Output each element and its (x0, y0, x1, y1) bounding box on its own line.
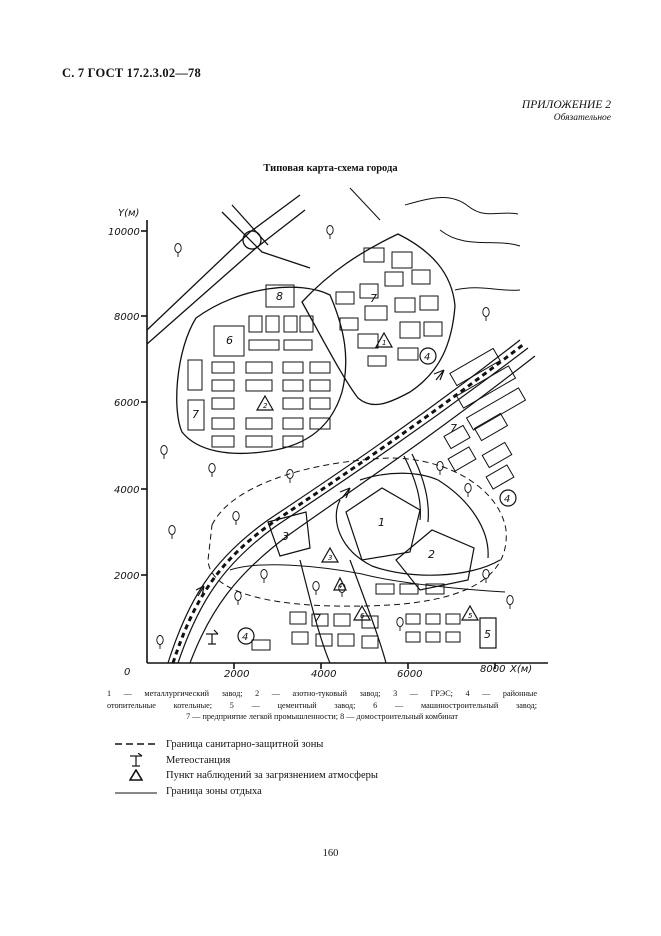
city-map: Y(м) 10000 8000 6000 4000 2000 0 2000 40… (108, 187, 548, 680)
observation-point-label: 3 (328, 554, 332, 562)
legend-item-weather-station: Метеостанция (112, 753, 230, 767)
legend-item-observation-point: Пункт наблюдений за загрязнением атмосфе… (112, 768, 378, 782)
recreation-zone-boundary (229, 564, 506, 593)
industrial-plants (267, 487, 497, 649)
plant-label-light-industry: 7 (450, 422, 457, 435)
boiler-label: 4 (242, 632, 248, 643)
y-tick-label: 4000 (114, 485, 139, 496)
caption-line: 7 — предприятие легкой промышленности; 8… (186, 712, 458, 721)
map-title: Типовая карта-схема города (263, 163, 398, 174)
legend-label: Граница зоны отдыха (166, 785, 262, 797)
appendix-block: ПРИЛОЖЕНИЕ 2 Обязательное (522, 99, 611, 125)
tree-icons (156, 225, 514, 649)
sanitary-zone-boundary (207, 457, 507, 607)
legend-label: Пункт наблюдений за загрязнением атмосфе… (166, 769, 378, 781)
origin-label: 0 (124, 667, 130, 678)
caption-line: 1 — металлургический завод; 2 — азотно-т… (107, 689, 537, 698)
figure-caption: 1 — металлургический завод; 2 — азотно-т… (107, 688, 537, 723)
plant-label-light-industry: 7 (314, 612, 321, 625)
plant-label-light-industry: 7 (370, 292, 377, 305)
dashed-line-icon (112, 741, 160, 747)
observation-point-label: 6 (360, 612, 365, 620)
y-tick-label: 8000 (114, 312, 139, 323)
plant-label-housing: 8 (276, 290, 283, 303)
x-tick-label: 2000 (224, 669, 249, 680)
x-tick-label: 8000 (480, 664, 505, 675)
observation-point-label: 4 (338, 582, 342, 590)
legend-item-sanitary-zone: Граница санитарно-защитной зоны (112, 737, 323, 751)
building-blocks-east (443, 347, 527, 490)
observation-point-label: 1 (382, 339, 386, 347)
plant-label-nitrogen: 2 (428, 548, 435, 561)
appendix-title: ПРИЛОЖЕНИЕ 2 (521, 99, 611, 111)
plant-label-light-industry: 7 (192, 408, 199, 421)
plant-label-power-station: 3 (282, 530, 289, 543)
observation-point-label: 2 (263, 402, 268, 410)
document-header-code: С. 7 ГОСТ 17.2.3.02—78 (62, 66, 201, 80)
legend-item-recreation-zone: Граница зоны отдыха (112, 784, 262, 798)
legend-label: Граница санитарно-защитной зоны (166, 738, 324, 750)
legend-label: Метеостанция (166, 754, 231, 766)
plant-label-cement: 5 (484, 628, 491, 641)
weather-station-icon (112, 753, 160, 767)
triangle-icon (112, 769, 160, 781)
boiler-label: 4 (504, 494, 510, 505)
appendix-subtitle: Обязательное (553, 113, 611, 123)
highways (146, 194, 311, 345)
wind-arrows (195, 369, 445, 597)
observation-point-label: 5 (468, 612, 473, 620)
boiler-circles (237, 347, 517, 645)
solid-line-icon (112, 788, 160, 794)
building-blocks-left (187, 284, 331, 448)
page-number: 160 (322, 848, 339, 859)
x-tick-label: 6000 (397, 669, 422, 680)
railway (171, 342, 525, 664)
weather-station-icon (206, 629, 219, 645)
building-blocks-south (251, 583, 461, 651)
caption-line: отопительные котельные; 5 — цементный за… (107, 700, 537, 710)
boiler-label: 4 (424, 352, 430, 363)
x-axis-label: X(м) (509, 664, 532, 675)
building-blocks-right (335, 247, 443, 367)
y-tick-label: 2000 (114, 571, 139, 582)
map-axes (141, 220, 548, 669)
x-tick-label: 4000 (311, 669, 336, 680)
residential-zone-boundary (301, 233, 456, 406)
y-axis-label: Y(м) (118, 208, 139, 219)
plant-label-metallurgical: 1 (378, 516, 385, 529)
terrain-outline (349, 187, 521, 291)
y-tick-label: 10000 (108, 227, 140, 238)
plant-label-machine-building: 6 (226, 334, 233, 347)
residential-zone-boundary (176, 286, 347, 455)
observation-point-icons (255, 331, 480, 621)
y-tick-label: 6000 (114, 398, 139, 409)
